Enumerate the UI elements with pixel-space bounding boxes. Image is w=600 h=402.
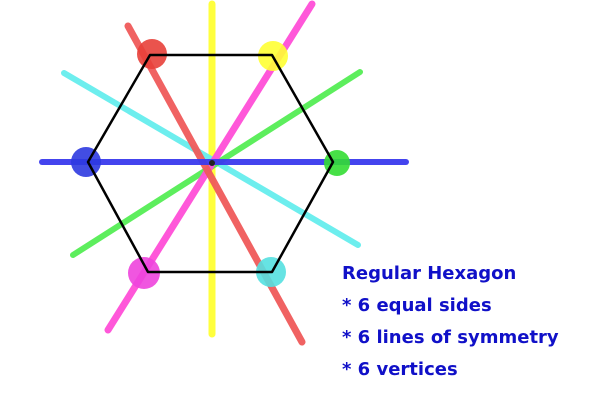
hexagon-center-point [209,160,215,166]
caption-fact-vertices: * 6 vertices [342,359,458,380]
symmetry-line-red [124,22,306,346]
hexagon-caption: Regular Hexagon * 6 equal sides * 6 line… [342,258,594,386]
caption-fact-sides: * 6 equal sides [342,295,492,316]
vertex-marker-left [71,147,101,177]
vertex-marker-bottom-left [128,257,160,289]
regular-hexagon-outline [86,53,335,274]
caption-title: Regular Hexagon [342,263,517,284]
caption-fact-symmetry: * 6 lines of symmetry [342,327,559,348]
